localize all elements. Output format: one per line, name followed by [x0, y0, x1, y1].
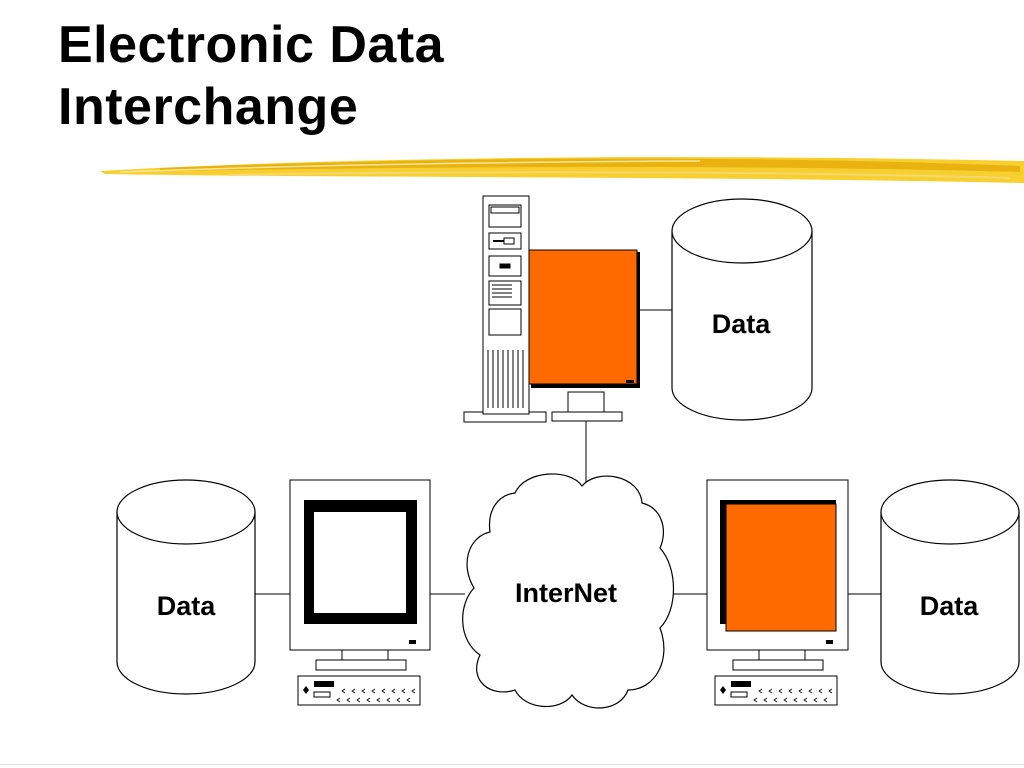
internet-label: InterNet — [515, 578, 617, 608]
slide-bottom-rule — [0, 764, 1024, 765]
top-database-label: Data — [712, 309, 772, 339]
server-tower-icon — [463, 195, 547, 423]
right-database-icon — [880, 479, 1020, 695]
right-database-label: Data — [920, 591, 980, 621]
internet-cloud-icon — [462, 473, 675, 709]
top-database-icon — [671, 198, 813, 421]
title-underline — [100, 157, 1024, 183]
left-database-label: Data — [157, 591, 217, 621]
slide-title-line-1: Electronic Data — [58, 16, 445, 74]
right-computer-icon — [706, 479, 849, 706]
connection-lines — [255, 309, 881, 595]
left-computer-icon — [289, 479, 431, 706]
server-monitor-icon — [528, 249, 640, 422]
slide-title-line-2: Interchange — [58, 78, 359, 136]
left-database-icon — [116, 479, 256, 695]
slide-title: Electronic Data Interchange — [58, 14, 444, 138]
